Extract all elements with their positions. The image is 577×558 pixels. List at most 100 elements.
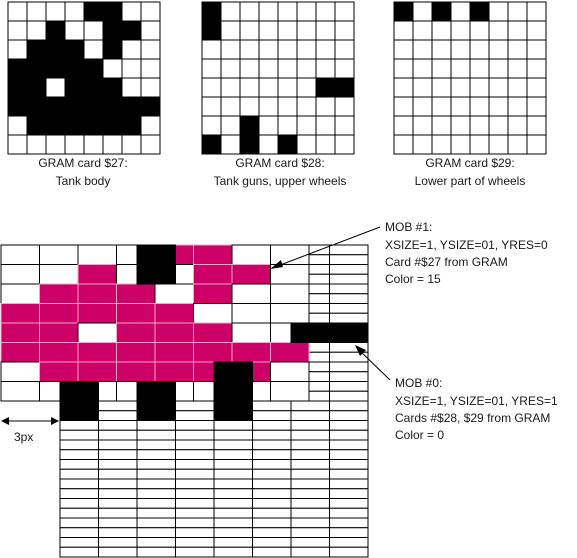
mob1-pixel <box>0 264 40 285</box>
card-2-pixel <box>450 115 471 136</box>
mob0-cell <box>136 420 176 431</box>
card-0-pixel <box>26 39 47 60</box>
card-2-pixel <box>450 96 471 117</box>
mob0-cell <box>329 468 369 480</box>
card-2-pixel <box>526 77 547 98</box>
mob0-arrowhead-icon <box>355 345 366 356</box>
card-29-caption-line1: GRAM card $29: <box>425 156 514 170</box>
mob0-cell <box>213 439 253 451</box>
mob0-cell <box>252 488 292 499</box>
card-1-pixel <box>239 20 260 41</box>
card-0-pixel <box>102 58 123 79</box>
card-1-pixel <box>220 20 241 41</box>
mob0-cell <box>136 546 176 558</box>
card-2-pixel <box>469 77 490 98</box>
card-0-pixel <box>26 134 47 155</box>
card-0-pixel <box>45 134 66 155</box>
card-1-pixel <box>277 58 298 79</box>
card-0-pixel <box>83 39 104 60</box>
mob1-pixel <box>193 244 233 265</box>
card-1-pixel <box>239 39 260 60</box>
mob1-pixel <box>39 361 79 382</box>
card-2-pixel <box>488 20 509 41</box>
mob0-pixel <box>59 400 99 412</box>
card-0-pixel <box>102 96 123 117</box>
card-0-pixel <box>7 96 28 117</box>
card-2-pixel <box>450 58 471 79</box>
mob0-pixel <box>59 390 99 402</box>
mob0-pixel <box>136 390 176 402</box>
mob1-pixel <box>193 264 233 285</box>
mob0-cell <box>59 537 99 548</box>
mob0-cell <box>290 517 330 529</box>
card-0-pixel <box>26 1 47 22</box>
card-1-pixel <box>220 134 241 155</box>
mob0-cell <box>290 449 330 460</box>
card-1-pixel <box>296 96 317 117</box>
mob1-pixel <box>0 283 40 304</box>
card-0-pixel <box>26 96 47 117</box>
card-1-pixel <box>258 115 279 136</box>
mob0-cell <box>59 488 99 499</box>
card-2-pixel <box>393 134 414 155</box>
mob0-cell <box>98 537 138 548</box>
card-1-pixel <box>315 58 336 79</box>
card-2-pixel <box>412 20 433 41</box>
card-2-pixel <box>431 1 452 22</box>
card-0-pixel <box>102 20 123 41</box>
card-1-pixel <box>277 20 298 41</box>
card-28-caption-line2: Tank guns, upper wheels <box>214 174 347 188</box>
card-1-pixel <box>296 134 317 155</box>
mob0-pixel <box>213 390 253 402</box>
offset-label: 3px <box>14 430 33 444</box>
card-2-pixel <box>469 1 490 22</box>
card-0-pixel <box>102 39 123 60</box>
mob0-cell <box>329 312 369 324</box>
mob0-pixel <box>213 400 253 412</box>
card-2-pixel <box>526 134 547 155</box>
mob0-pixel <box>59 410 99 421</box>
card-1-pixel <box>220 58 241 79</box>
mob0-cell <box>252 527 292 538</box>
mob0-cell <box>213 527 253 538</box>
mob0-cell <box>213 478 253 490</box>
mob0-cell <box>252 517 292 529</box>
card-1-pixel <box>239 1 260 22</box>
mob1-pixel <box>77 264 117 285</box>
card-0-pixel <box>140 96 161 117</box>
mob0-cell <box>290 429 330 441</box>
card-2-pixel <box>431 58 452 79</box>
mob0-pixel <box>136 410 176 421</box>
gram-cards <box>7 1 547 155</box>
card-2-pixel <box>393 20 414 41</box>
card-1-pixel <box>277 134 298 155</box>
mob0-cell <box>98 517 138 529</box>
mob0-label-line3: Cards #$28, $29 from GRAM <box>395 411 550 425</box>
card-1-pixel <box>258 77 279 98</box>
card-1-pixel <box>315 115 336 136</box>
mob0-cell <box>136 517 176 529</box>
mob1-pixel <box>0 381 40 402</box>
mob1-pixel <box>193 322 233 343</box>
card-1-pixel <box>220 77 241 98</box>
mob1-pixel <box>231 283 271 304</box>
mob0-cell <box>136 439 176 451</box>
card-0-pixel <box>64 96 85 117</box>
mob0-cell <box>252 468 292 480</box>
card-0-pixel <box>64 20 85 41</box>
card-0-pixel <box>64 1 85 22</box>
card-0-pixel <box>7 134 28 155</box>
card-2-pixel <box>507 134 528 155</box>
card-27-caption-line2: Tank body <box>56 174 111 188</box>
mob0-cell <box>59 459 99 470</box>
card-0-pixel <box>140 77 161 98</box>
mob1-pixel <box>154 342 194 363</box>
mob0-cell <box>59 439 99 451</box>
mob1-pixel <box>154 303 194 324</box>
mob0-cell <box>329 273 369 285</box>
mob0-cell <box>252 546 292 558</box>
card-1-pixel <box>334 77 355 98</box>
mob0-cell <box>329 498 369 509</box>
card-0-pixel <box>26 20 47 41</box>
